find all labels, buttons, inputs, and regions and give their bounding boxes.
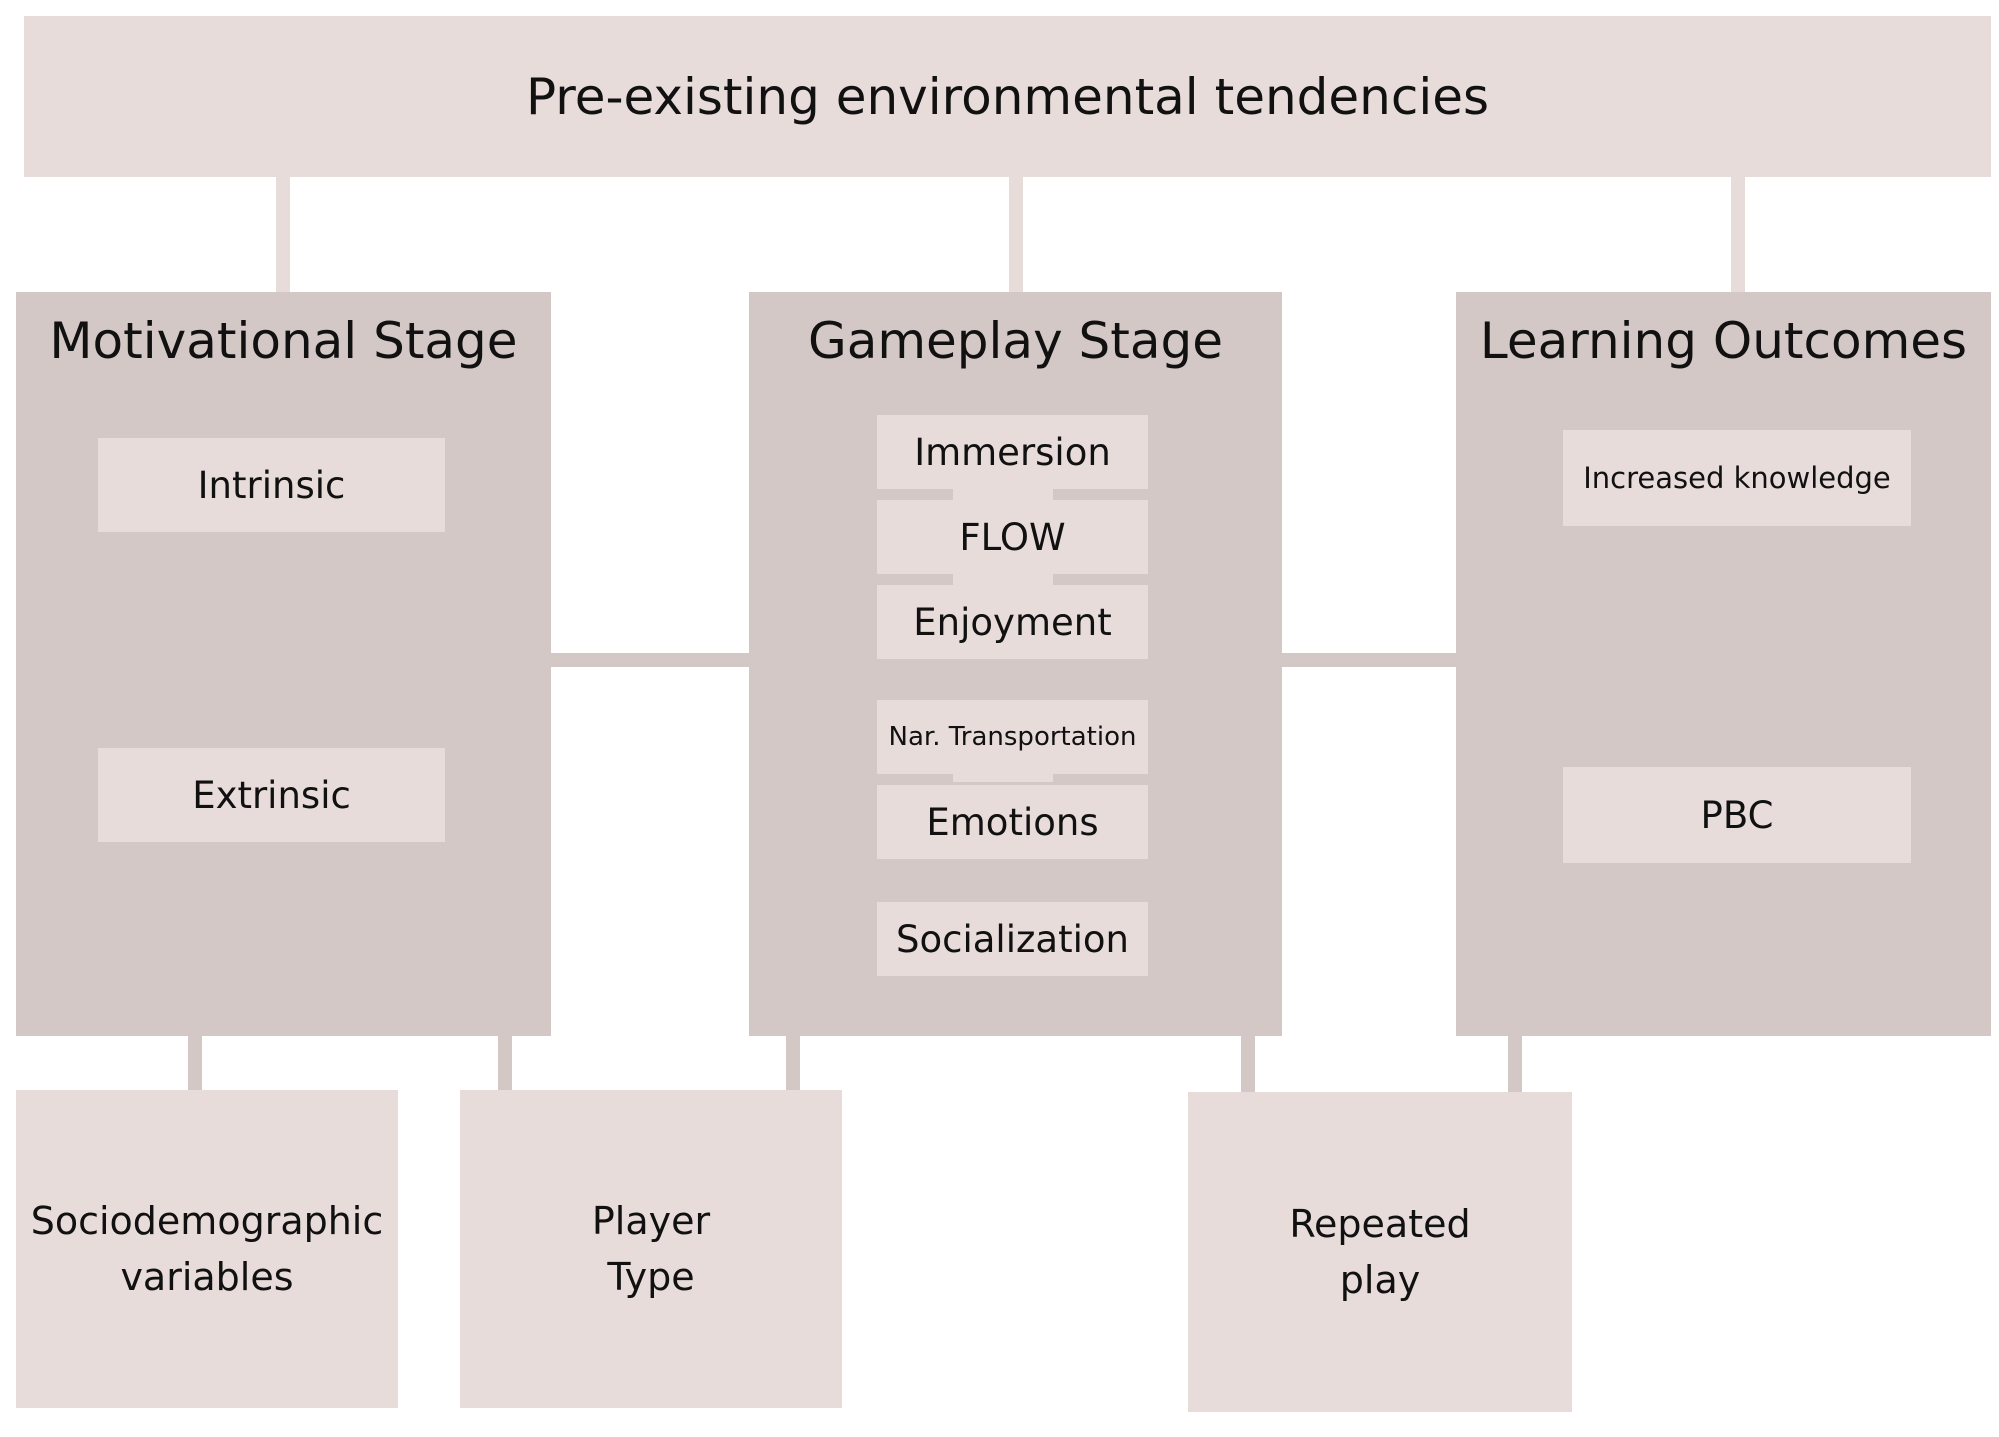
flow-label: FLOW: [959, 515, 1066, 559]
socialization-box: Socialization: [877, 902, 1148, 976]
gameplay-stage: Gameplay Stage Immersion FLOW Enjoyment …: [749, 292, 1282, 1036]
player-type-line1: Player: [591, 1199, 711, 1243]
connector-flow-enjoyment: [953, 573, 1053, 587]
connector-motivational-sociodemographic: [188, 1034, 202, 1092]
motivational-stage: Motivational Stage Intrinsic Extrinsic: [16, 292, 551, 1036]
increased-knowledge-label: Increased knowledge: [1583, 461, 1891, 495]
pbc-box: PBC: [1563, 767, 1911, 863]
narrative-transportation-label: Nar. Transportation: [888, 722, 1137, 752]
gameplay-stage-title: Gameplay Stage: [807, 312, 1224, 370]
sociodemographic-line1: Sociodemographic: [30, 1199, 384, 1243]
sociodemographic-variables-box: Sociodemographic variables: [16, 1090, 398, 1408]
connector-motivational-gameplay: [549, 653, 751, 667]
enjoyment-label: Enjoyment: [913, 600, 1112, 644]
connector-immersion-flow: [953, 488, 1053, 502]
repeated-play-line2: play: [1339, 1258, 1421, 1302]
intrinsic-box: Intrinsic: [98, 438, 445, 532]
learning-outcomes-stage: Learning Outcomes Increased knowledge PB…: [1456, 292, 1991, 1036]
immersion-label: Immersion: [914, 430, 1111, 474]
extrinsic-box: Extrinsic: [98, 748, 445, 842]
player-type-box: Player Type: [460, 1090, 842, 1408]
connector-top-gameplay: [1009, 175, 1023, 295]
connector-learning-repeated-play: [1508, 1034, 1522, 1094]
enjoyment-box: Enjoyment: [877, 585, 1148, 659]
connector-gameplay-learning: [1280, 653, 1458, 667]
increased-knowledge-box: Increased knowledge: [1563, 430, 1911, 526]
learning-outcomes-title: Learning Outcomes: [1479, 312, 1968, 370]
environmental-tendencies-label: Pre-existing environmental tendencies: [525, 67, 1490, 126]
environmental-tendencies-banner: Pre-existing environmental tendencies: [24, 16, 1991, 177]
connector-top-learning: [1731, 175, 1745, 295]
connector-top-motivational: [276, 175, 290, 295]
intrinsic-label: Intrinsic: [197, 463, 346, 507]
narrative-transportation-box: Nar. Transportation: [877, 700, 1148, 774]
immersion-box: Immersion: [877, 415, 1148, 489]
repeated-play-line1: Repeated: [1289, 1202, 1471, 1246]
emotions-box: Emotions: [877, 785, 1148, 859]
emotions-label: Emotions: [926, 800, 1099, 844]
motivational-stage-title: Motivational Stage: [49, 312, 518, 370]
connector-gameplay-repeated-play: [1241, 1034, 1255, 1094]
socialization-label: Socialization: [896, 917, 1129, 961]
flow-box: FLOW: [877, 500, 1148, 574]
repeated-play-box: Repeated play: [1188, 1092, 1572, 1412]
connector-motivational-player-type: [498, 1034, 512, 1092]
sociodemographic-line2: variables: [120, 1255, 294, 1299]
player-type-line2: Type: [607, 1255, 695, 1299]
connector-gameplay-player-type: [786, 1034, 800, 1092]
pbc-label: PBC: [1700, 793, 1774, 837]
extrinsic-label: Extrinsic: [192, 773, 351, 817]
